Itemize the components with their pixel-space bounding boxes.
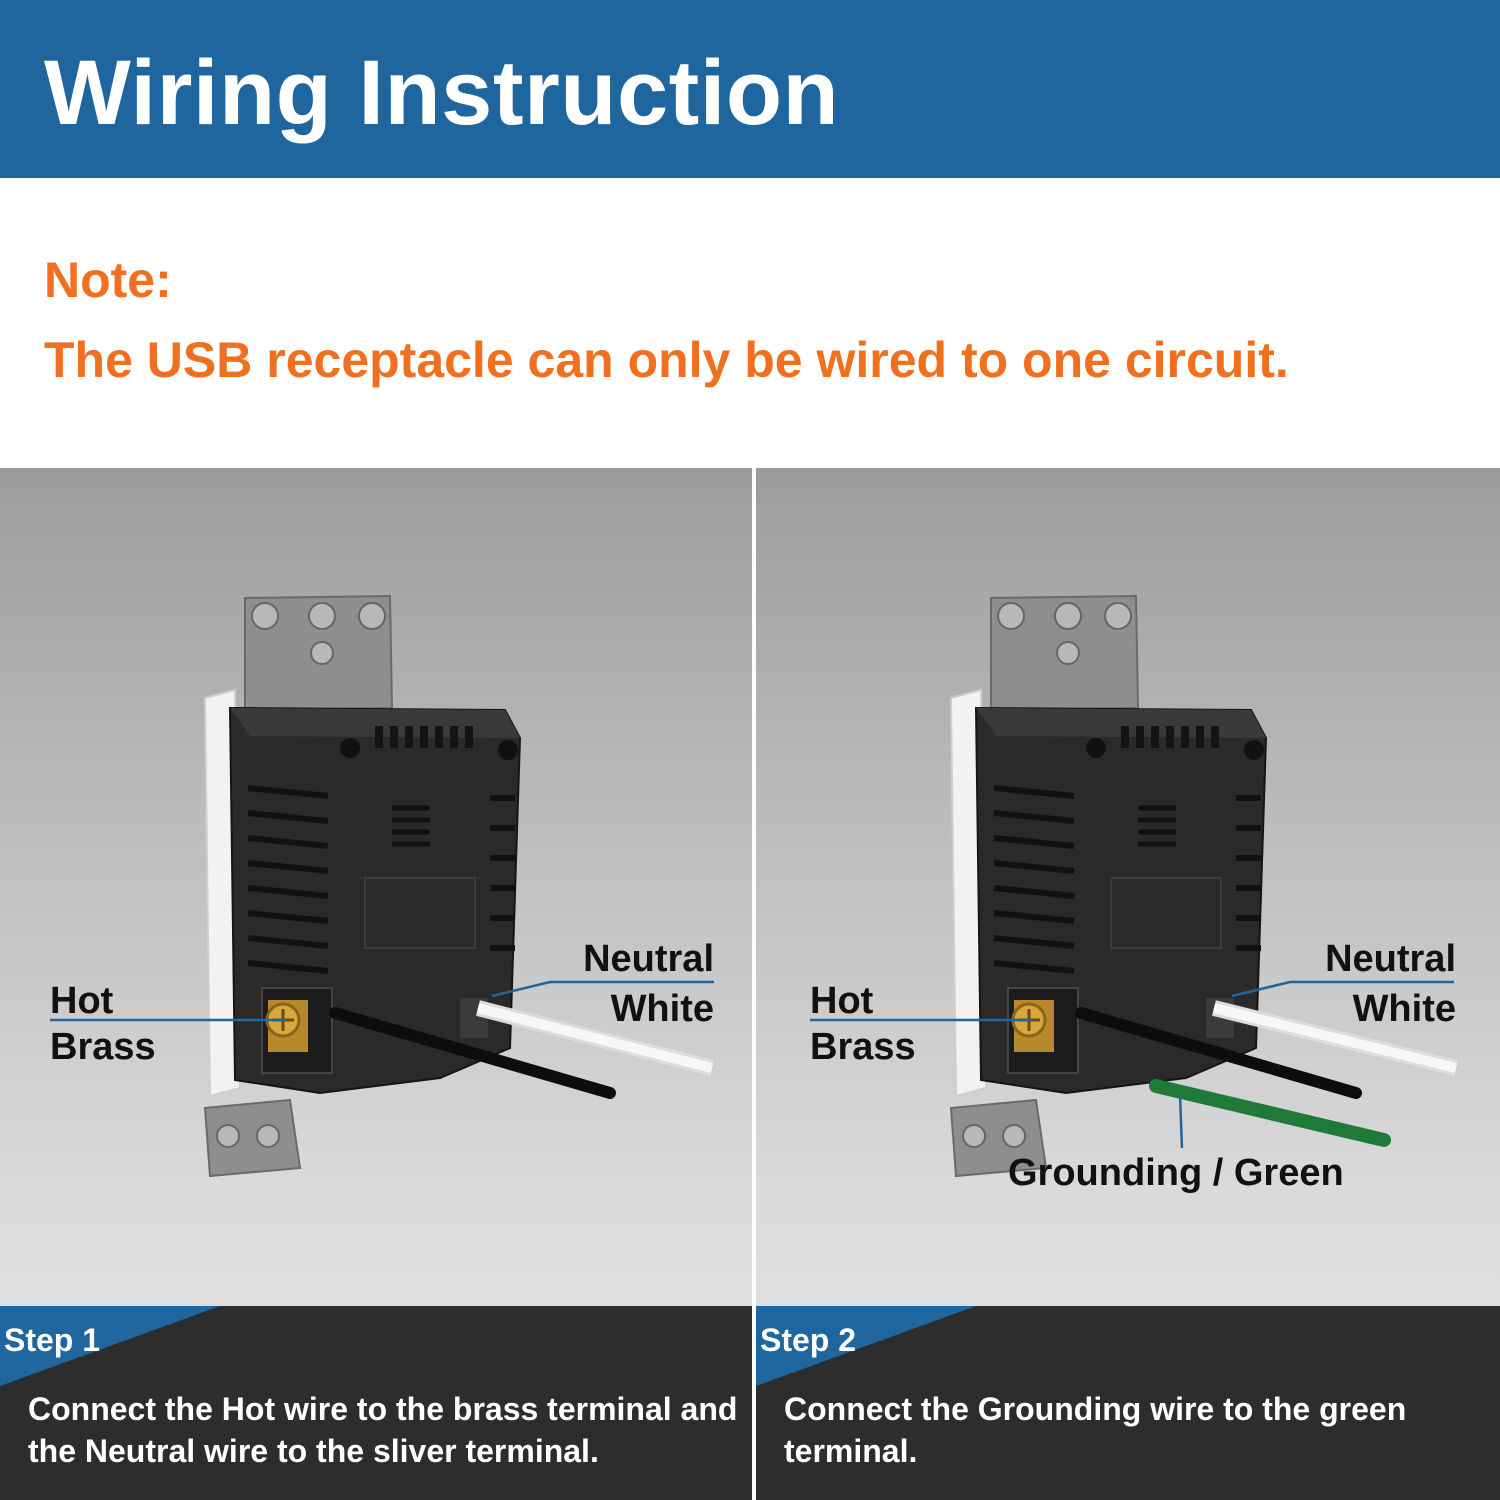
note-label: Note: [44, 252, 172, 308]
hot-label: Hot [810, 980, 874, 1022]
page-title: Wiring Instruction [44, 42, 840, 144]
step-2-bar: Step 2 Connect the Grounding wire to the… [756, 1306, 1500, 1500]
hot-label: Hot [50, 980, 114, 1022]
step-2-label: Step 2 [760, 1322, 857, 1358]
neutral-label: Neutral [1325, 938, 1456, 980]
step-1-panel: Hot Brass Neutral White Step 1 Connect t… [0, 468, 752, 1500]
step-1-bar: Step 1 Connect the Hot wire to the brass… [0, 1306, 752, 1500]
header-banner: Wiring Instruction [0, 0, 1500, 178]
white-label: White [610, 988, 714, 1030]
step-1-text: Connect the Hot wire to the brass termin… [28, 1391, 738, 1469]
neutral-label: Neutral [583, 938, 714, 980]
brass-label: Brass [810, 1026, 916, 1068]
white-label: White [1352, 988, 1456, 1030]
step-2-text: Connect the Grounding wire to the green … [784, 1391, 1407, 1469]
brass-label: Brass [50, 1026, 156, 1068]
step-1-tab: Step 1 [0, 1306, 220, 1386]
grounding-label: Grounding / Green [1008, 1152, 1344, 1194]
step-2-panel: Hot Brass Neutral White Grounding / Gree… [756, 468, 1500, 1500]
receptacle-illustration [50, 594, 714, 1178]
receptacle-illustration-ground [810, 594, 1458, 1178]
panel-divider [752, 468, 756, 1500]
note-text: The USB receptacle can only be wired to … [44, 332, 1289, 388]
step-2-tab: Step 2 [756, 1306, 976, 1386]
step-1-label: Step 1 [4, 1322, 101, 1358]
